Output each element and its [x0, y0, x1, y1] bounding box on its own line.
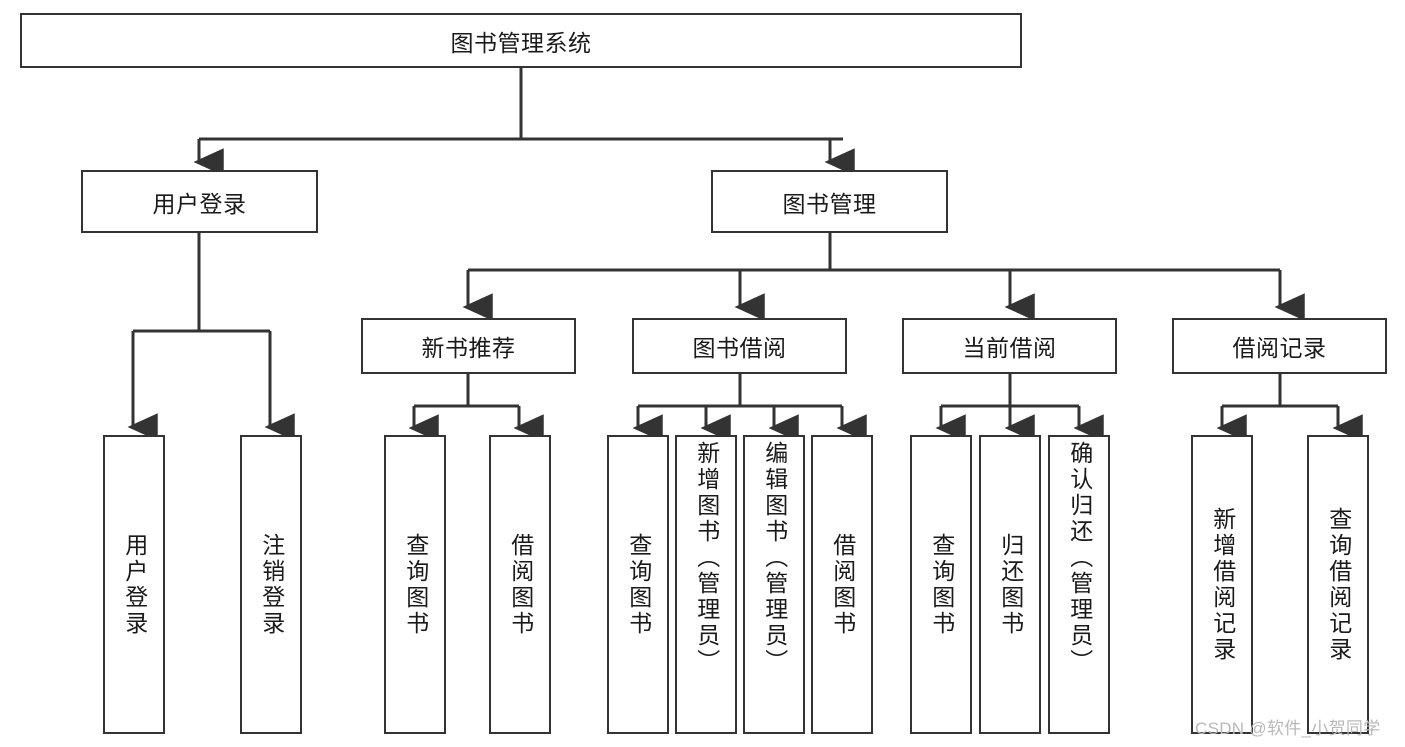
leaf-nb-borrow-book[interactable]: 借阅图书 — [489, 435, 551, 734]
leaf-cb-return-book-label: 归还图书 — [997, 532, 1024, 637]
leaf-br-add-record-label: 新增借阅记录 — [1209, 506, 1236, 663]
node-current-borrow[interactable]: 当前借阅 — [902, 318, 1117, 374]
leaf-bb-query-book-label: 查询图书 — [625, 532, 652, 637]
leaf-bb-borrow-book[interactable]: 借阅图书 — [811, 435, 873, 734]
leaf-bb-edit-book[interactable]: 编辑图书（管理员） — [743, 435, 805, 734]
leaf-bb-query-book[interactable]: 查询图书 — [607, 435, 669, 734]
leaf-bb-borrow-book-label: 借阅图书 — [829, 532, 856, 637]
node-book-borrow-label: 图书借阅 — [692, 335, 787, 361]
node-new-book-recommend-label: 新书推荐 — [421, 335, 516, 361]
node-root-label: 图书管理系统 — [450, 29, 592, 56]
leaf-nb-query-book-label: 查询图书 — [402, 532, 429, 637]
leaf-user-login[interactable]: 用户登录 — [103, 435, 165, 734]
node-root[interactable]: 图书管理系统 — [20, 13, 1022, 68]
node-user-login[interactable]: 用户登录 — [81, 170, 318, 233]
leaf-cb-confirm-return-label: 确认归还（管理员） — [1066, 441, 1093, 675]
node-book-manage-label: 图书管理 — [782, 190, 877, 217]
leaf-cb-confirm-return[interactable]: 确认归还（管理员） — [1048, 435, 1110, 734]
watermark: CSDN @软件_小贺同学 — [1195, 719, 1381, 738]
leaf-logout-label: 注销登录 — [258, 532, 285, 637]
node-borrow-record-label: 借阅记录 — [1232, 335, 1327, 361]
leaf-br-query-record-label: 查询借阅记录 — [1325, 506, 1352, 663]
leaf-br-add-record[interactable]: 新增借阅记录 — [1191, 435, 1253, 734]
leaf-cb-query-book[interactable]: 查询图书 — [910, 435, 972, 734]
node-book-borrow[interactable]: 图书借阅 — [632, 318, 847, 374]
leaf-bb-add-book-label: 新增图书（管理员） — [693, 441, 720, 675]
leaf-bb-add-book[interactable]: 新增图书（管理员） — [675, 435, 737, 734]
leaf-nb-query-book[interactable]: 查询图书 — [384, 435, 446, 734]
node-new-book-recommend[interactable]: 新书推荐 — [361, 318, 576, 374]
leaf-cb-query-book-label: 查询图书 — [928, 532, 955, 637]
leaf-bb-edit-book-label: 编辑图书（管理员） — [761, 441, 788, 675]
node-borrow-record[interactable]: 借阅记录 — [1172, 318, 1387, 374]
node-current-borrow-label: 当前借阅 — [962, 335, 1057, 361]
node-book-manage[interactable]: 图书管理 — [711, 170, 948, 233]
leaf-br-query-record[interactable]: 查询借阅记录 — [1307, 435, 1369, 734]
leaf-nb-borrow-book-label: 借阅图书 — [507, 532, 534, 637]
node-user-login-label: 用户登录 — [152, 190, 247, 217]
leaf-cb-return-book[interactable]: 归还图书 — [979, 435, 1041, 734]
leaf-logout[interactable]: 注销登录 — [240, 435, 302, 734]
leaf-user-login-label: 用户登录 — [121, 532, 148, 637]
